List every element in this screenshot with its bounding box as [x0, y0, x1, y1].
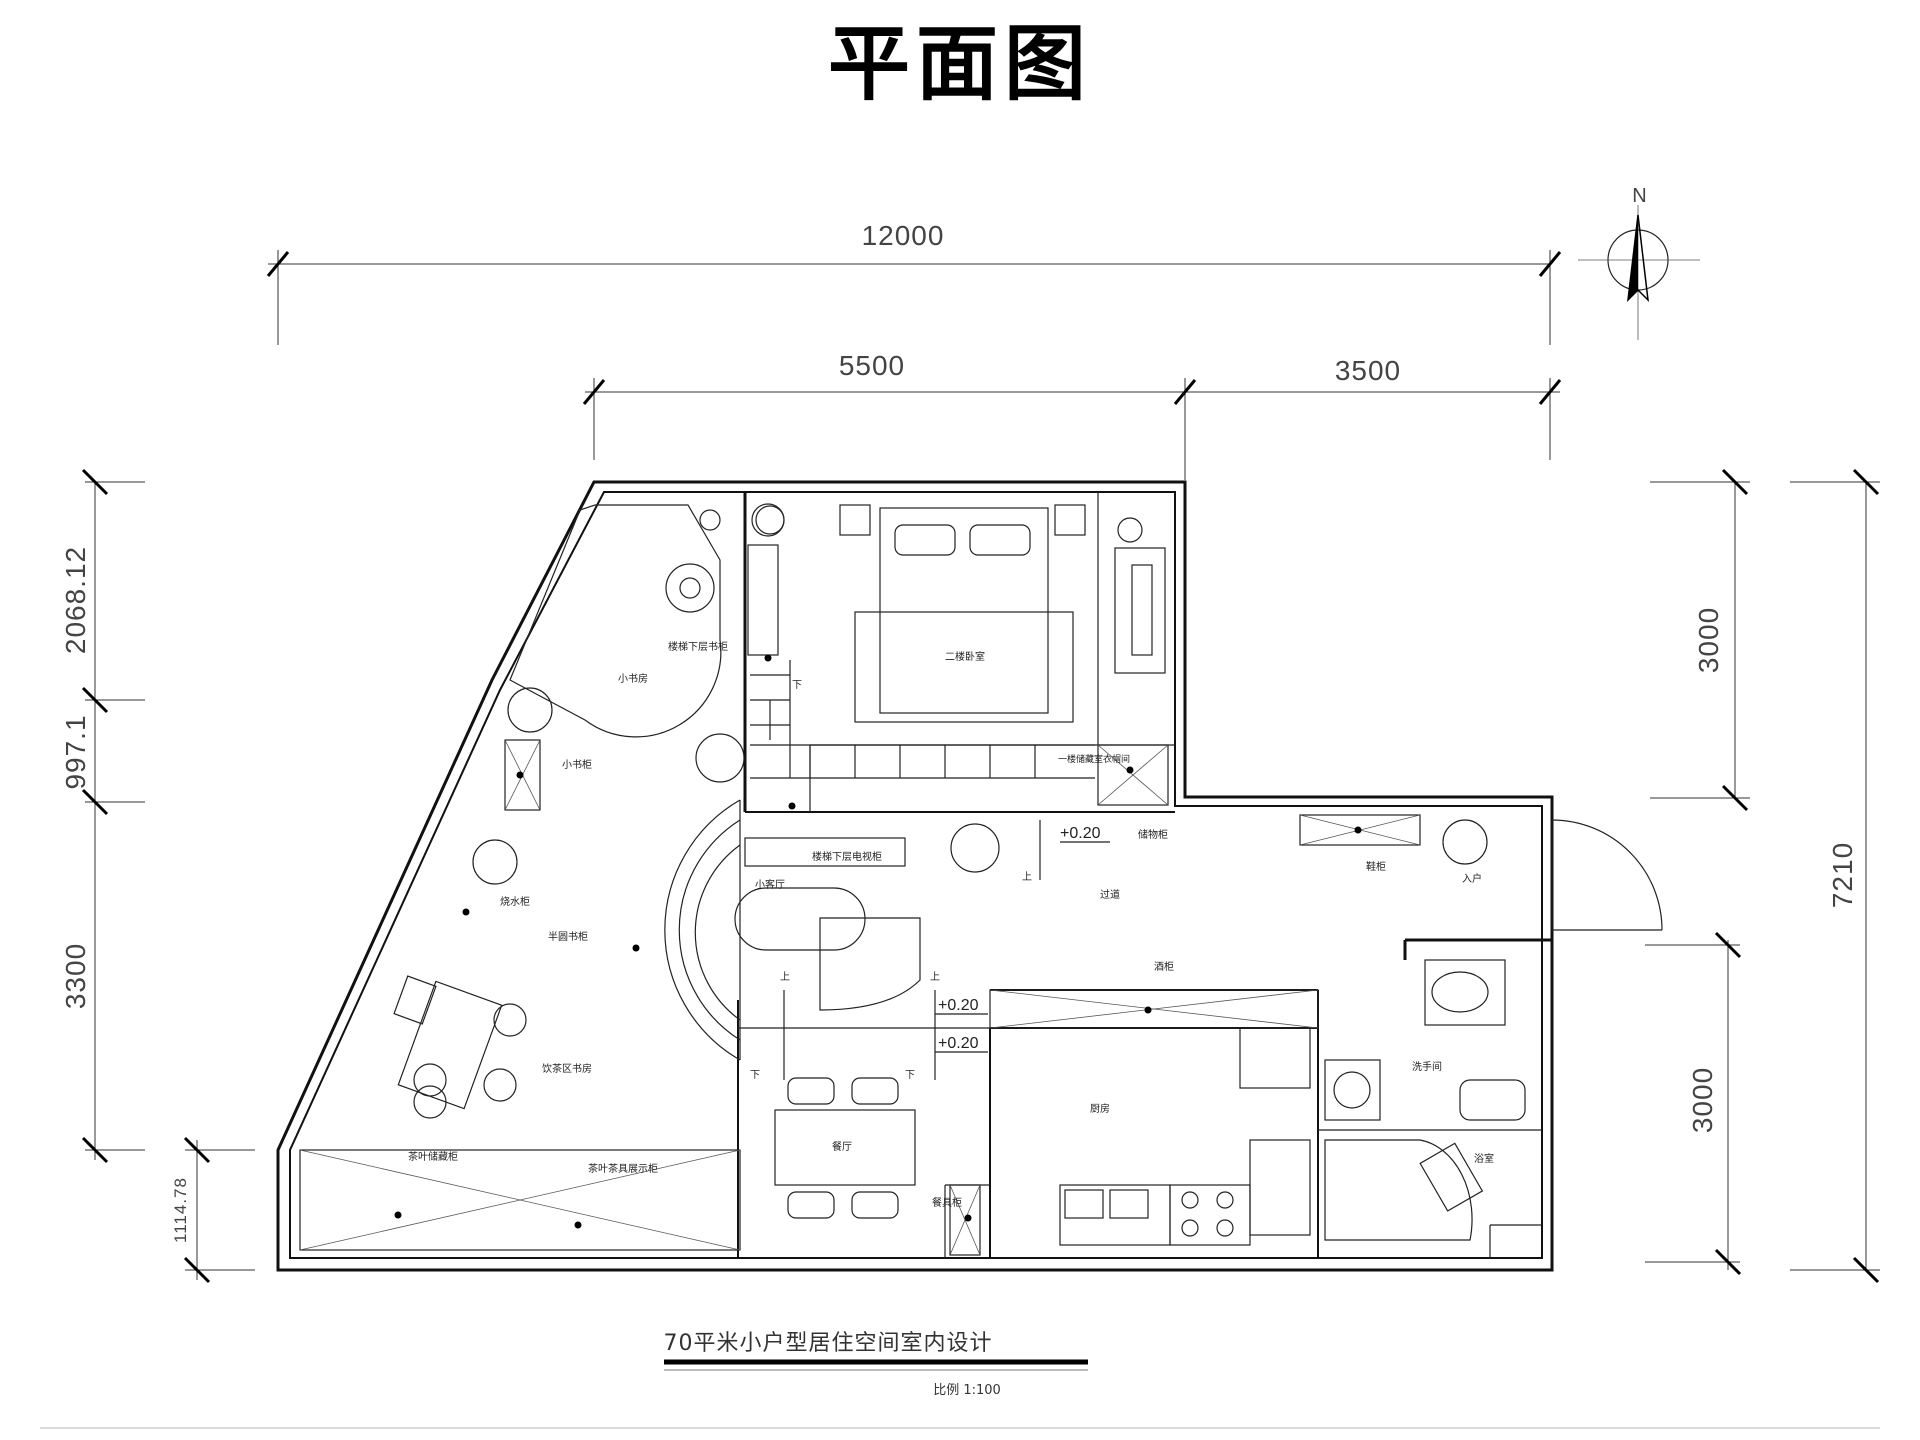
dim-right-2: 3000 — [1687, 1067, 1718, 1133]
stair-down-1: 下 — [792, 680, 802, 691]
bathroom-fixtures — [1324, 959, 1526, 1241]
room-labels: 小书房 楼梯下层书柜 二楼卧室 小书柜 一楼储藏室衣帽间 楼梯下层电视柜 储物柜… — [394, 640, 1494, 1229]
dining-set — [774, 1077, 916, 1219]
label-wine-cabinet: 酒柜 — [1154, 960, 1174, 973]
semicircle-bookcase — [664, 799, 921, 1061]
plant-icon — [695, 733, 745, 783]
level-mid-2: +0.20 — [938, 1035, 979, 1052]
right-dimensions: 3000 7210 3000 — [1645, 468, 1880, 1284]
label-small-bookcase: 小书柜 — [562, 758, 592, 771]
dim-right-1: 3000 — [1693, 607, 1724, 673]
dim-left-1: 2068.12 — [60, 546, 91, 654]
dim-left-2: 997.1 — [60, 714, 91, 789]
label-water-cabinet: 烧水柜 — [500, 895, 530, 908]
stair-down-2: 下 — [750, 1070, 760, 1081]
small-study-area — [509, 504, 722, 738]
label-wash-room: 洗手间 — [1412, 1060, 1442, 1073]
plant-icon — [472, 839, 518, 885]
level-mid-1: +0.20 — [938, 997, 979, 1014]
bedroom-furniture — [747, 504, 1166, 723]
label-storage: 一楼储藏室衣帽间 — [1058, 753, 1130, 765]
dim-left-3: 3300 — [60, 943, 91, 1009]
drawing-subtitle: 70平米小户型居住空间室内设计 — [664, 1331, 993, 1356]
level-entry: +0.20 — [1060, 825, 1101, 842]
stair-down-3: 下 — [905, 1070, 915, 1081]
label-stair-lower-bookcase: 楼梯下层书柜 — [668, 640, 728, 653]
label-stair-tv-cabinet: 楼梯下层电视柜 — [812, 850, 882, 863]
plant-icons — [472, 503, 1488, 885]
north-label: N — [1632, 185, 1647, 207]
dim-top-right: 3500 — [1335, 355, 1401, 386]
exterior-walls — [276, 480, 1554, 1272]
label-shoe-cabinet: 鞋柜 — [1366, 860, 1386, 873]
stair-up-2: 上 — [780, 971, 790, 983]
dim-left-4: 1114.78 — [171, 1177, 190, 1243]
dim-top-total: 12000 — [862, 220, 945, 251]
plant-icon — [507, 687, 553, 733]
cabinets — [299, 739, 1421, 1256]
stairs — [750, 660, 1095, 779]
label-semicircle-bookcase: 半圆书柜 — [548, 930, 588, 943]
plant-icon — [950, 823, 1000, 873]
stair-up-3: 上 — [930, 971, 940, 983]
north-arrow-icon: N — [1578, 185, 1700, 340]
plant-icon — [751, 503, 785, 537]
label-kitchen: 厨房 — [1090, 1102, 1110, 1115]
label-small-living: 小客厅 — [755, 878, 785, 891]
label-storage-cabinet: 储物柜 — [1138, 828, 1168, 841]
label-tea-study: 饮茶区书房 — [542, 1062, 592, 1075]
dim-top-left: 5500 — [839, 350, 905, 381]
label-dining: 餐厅 — [832, 1140, 852, 1153]
label-corridor: 过道 — [1100, 888, 1120, 901]
title-block: 70平米小户型居住空间室内设计 比例 1:100 — [664, 1331, 1088, 1398]
plant-icon — [1442, 819, 1488, 865]
entry-door — [1551, 819, 1663, 931]
label-tea-storage: 茶叶储藏柜 — [408, 1150, 458, 1163]
dim-right-total: 7210 — [1827, 842, 1858, 908]
label-tableware: 餐具柜 — [932, 1196, 962, 1209]
label-bedroom: 二楼卧室 — [945, 650, 985, 663]
label-entrance: 入户 — [1462, 872, 1482, 885]
top-dimensions: 12000 5500 3500 — [266, 220, 1562, 480]
level-markers: +0.20 +0.20 +0.20 上 上 上 下 下 下 — [750, 680, 1110, 1081]
drawing-scale: 比例 1:100 — [933, 1383, 1001, 1398]
left-dimensions: 2068.12 997.1 3300 1114.78 — [60, 468, 255, 1284]
stair-up-1: 上 — [1022, 871, 1032, 883]
label-tea-display: 茶叶茶具展示柜 — [588, 1162, 658, 1175]
plan-title: 平面图 — [828, 16, 1092, 112]
tea-table — [393, 975, 527, 1119]
label-bathroom: 浴室 — [1474, 1152, 1494, 1165]
kitchen-fixtures — [1059, 1027, 1311, 1246]
label-small-study: 小书房 — [618, 672, 648, 685]
